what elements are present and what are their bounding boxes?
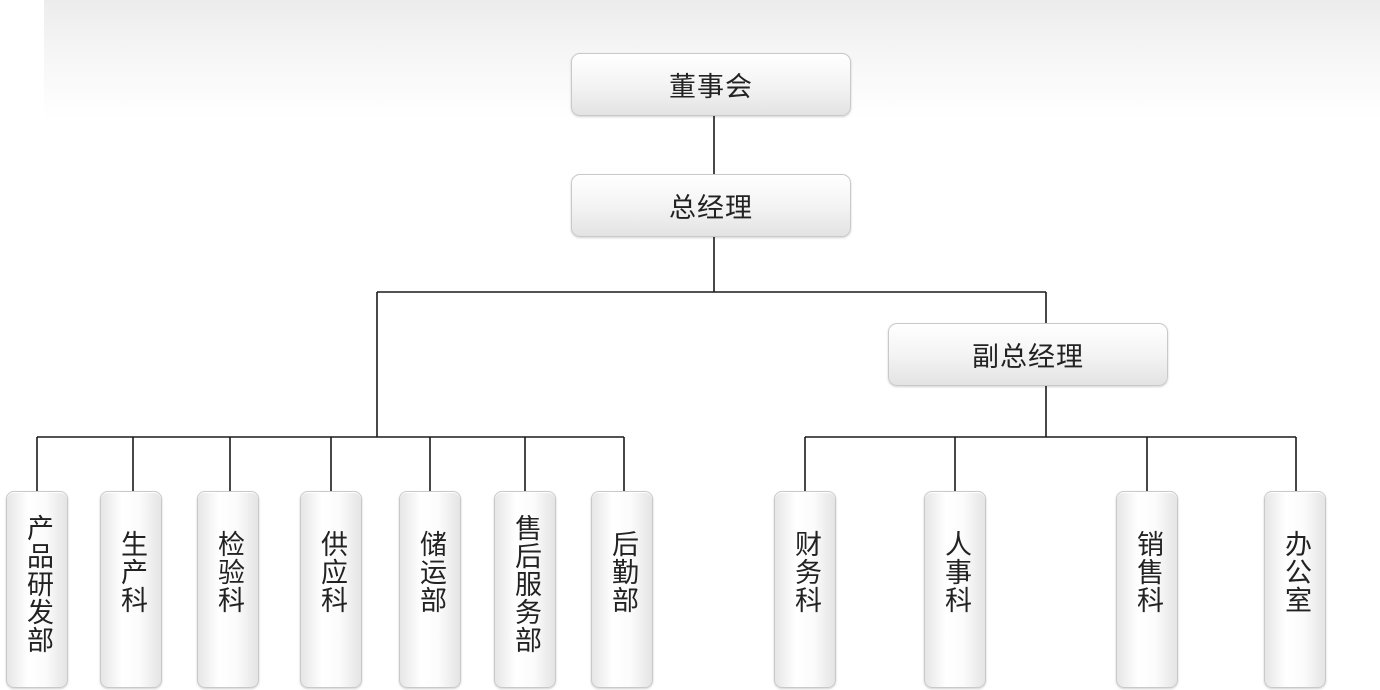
department-label: 后勤部 xyxy=(607,530,638,614)
department-label: 人事科 xyxy=(940,530,971,614)
department-node: 办公室 xyxy=(1264,491,1326,688)
department-node: 财务科 xyxy=(774,491,836,688)
board-node: 董事会 xyxy=(571,53,851,116)
general-manager-node: 总经理 xyxy=(571,174,851,237)
department-node: 人事科 xyxy=(924,491,986,688)
department-label: 检验科 xyxy=(213,530,244,614)
department-label: 办公室 xyxy=(1280,530,1311,614)
board-label: 董事会 xyxy=(669,72,753,103)
department-node: 售后服务部 xyxy=(494,491,556,688)
department-label: 售后服务部 xyxy=(510,514,541,654)
department-node: 生产科 xyxy=(100,491,162,688)
department-label: 供应科 xyxy=(316,530,347,614)
department-node: 储运部 xyxy=(399,491,461,688)
deputy-general-manager-node: 副总经理 xyxy=(888,323,1168,386)
department-node: 检验科 xyxy=(197,491,259,688)
department-label: 产品研发部 xyxy=(22,514,53,654)
department-label: 销售科 xyxy=(1132,530,1163,614)
general-manager-label: 总经理 xyxy=(669,193,753,224)
department-label: 财务科 xyxy=(790,530,821,614)
department-node: 供应科 xyxy=(300,491,362,688)
deputy-general-manager-label: 副总经理 xyxy=(972,342,1084,373)
department-node: 产品研发部 xyxy=(6,491,68,688)
department-node: 销售科 xyxy=(1116,491,1178,688)
department-node: 后勤部 xyxy=(591,491,653,688)
department-label: 储运部 xyxy=(415,530,446,614)
department-label: 生产科 xyxy=(116,530,147,614)
